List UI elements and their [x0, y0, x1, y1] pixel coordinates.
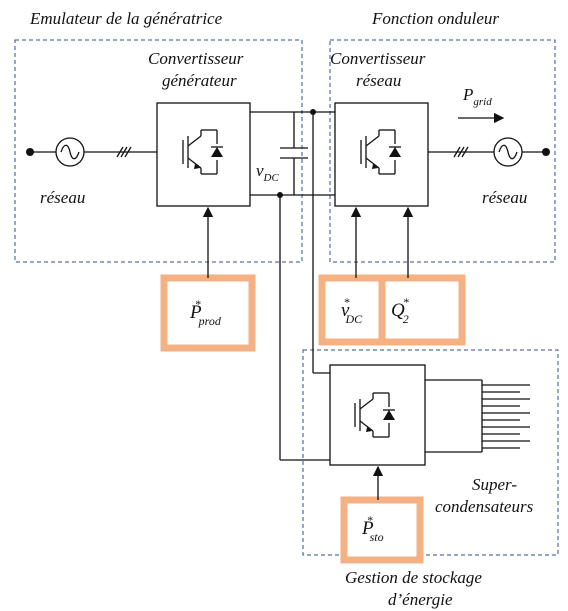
supercapacitor-icon: [425, 379, 530, 453]
vdc-label: vDC: [256, 161, 279, 184]
grid-converter-label-2: réseau: [356, 71, 401, 90]
pprod-ref-box: [160, 274, 256, 352]
q2-ref-label: Q*2: [391, 295, 409, 326]
supercap-label-2: condensateurs: [435, 497, 534, 516]
generator-converter-label-2: générateur: [162, 71, 237, 90]
right-grid-label: réseau: [482, 188, 527, 207]
right-three-phase-mark: [453, 146, 469, 158]
right-ac-source-icon: [493, 137, 523, 167]
q2-ref-box: [378, 274, 466, 346]
psto-ref-box: [340, 496, 424, 564]
inverter-region: [329, 39, 556, 263]
pprod-label: P*prod: [189, 297, 222, 328]
emulator-region: [14, 39, 303, 263]
supercap-label-1: Super-: [472, 475, 517, 494]
left-three-phase-mark: [116, 146, 132, 158]
left-ac-source-icon: [55, 137, 85, 167]
emulator-title: Emulateur de la génératrice: [29, 9, 223, 28]
generator-converter-box: [156, 102, 251, 207]
pgrid-label: Pgrid: [462, 85, 492, 108]
storage-region: [302, 349, 559, 556]
generator-converter-label-1: Convertisseur: [148, 49, 244, 68]
storage-converter-box: [329, 364, 426, 466]
right-grid-node: [542, 148, 550, 156]
vdc-ref-box: [318, 274, 386, 346]
dc-link: [250, 109, 335, 461]
inverter-title: Fonction onduleur: [371, 9, 499, 28]
storage-title-line1: Gestion de stockage: [345, 568, 482, 587]
grid-converter-box: [334, 102, 429, 207]
left-grid-label: réseau: [40, 188, 85, 207]
grid-converter-label-1: Convertisseur: [330, 49, 426, 68]
psto-label: P*sto: [361, 513, 384, 544]
storage-title-line2: d’énergie: [388, 590, 453, 609]
vdc-ref-label: v*DC: [341, 295, 363, 326]
